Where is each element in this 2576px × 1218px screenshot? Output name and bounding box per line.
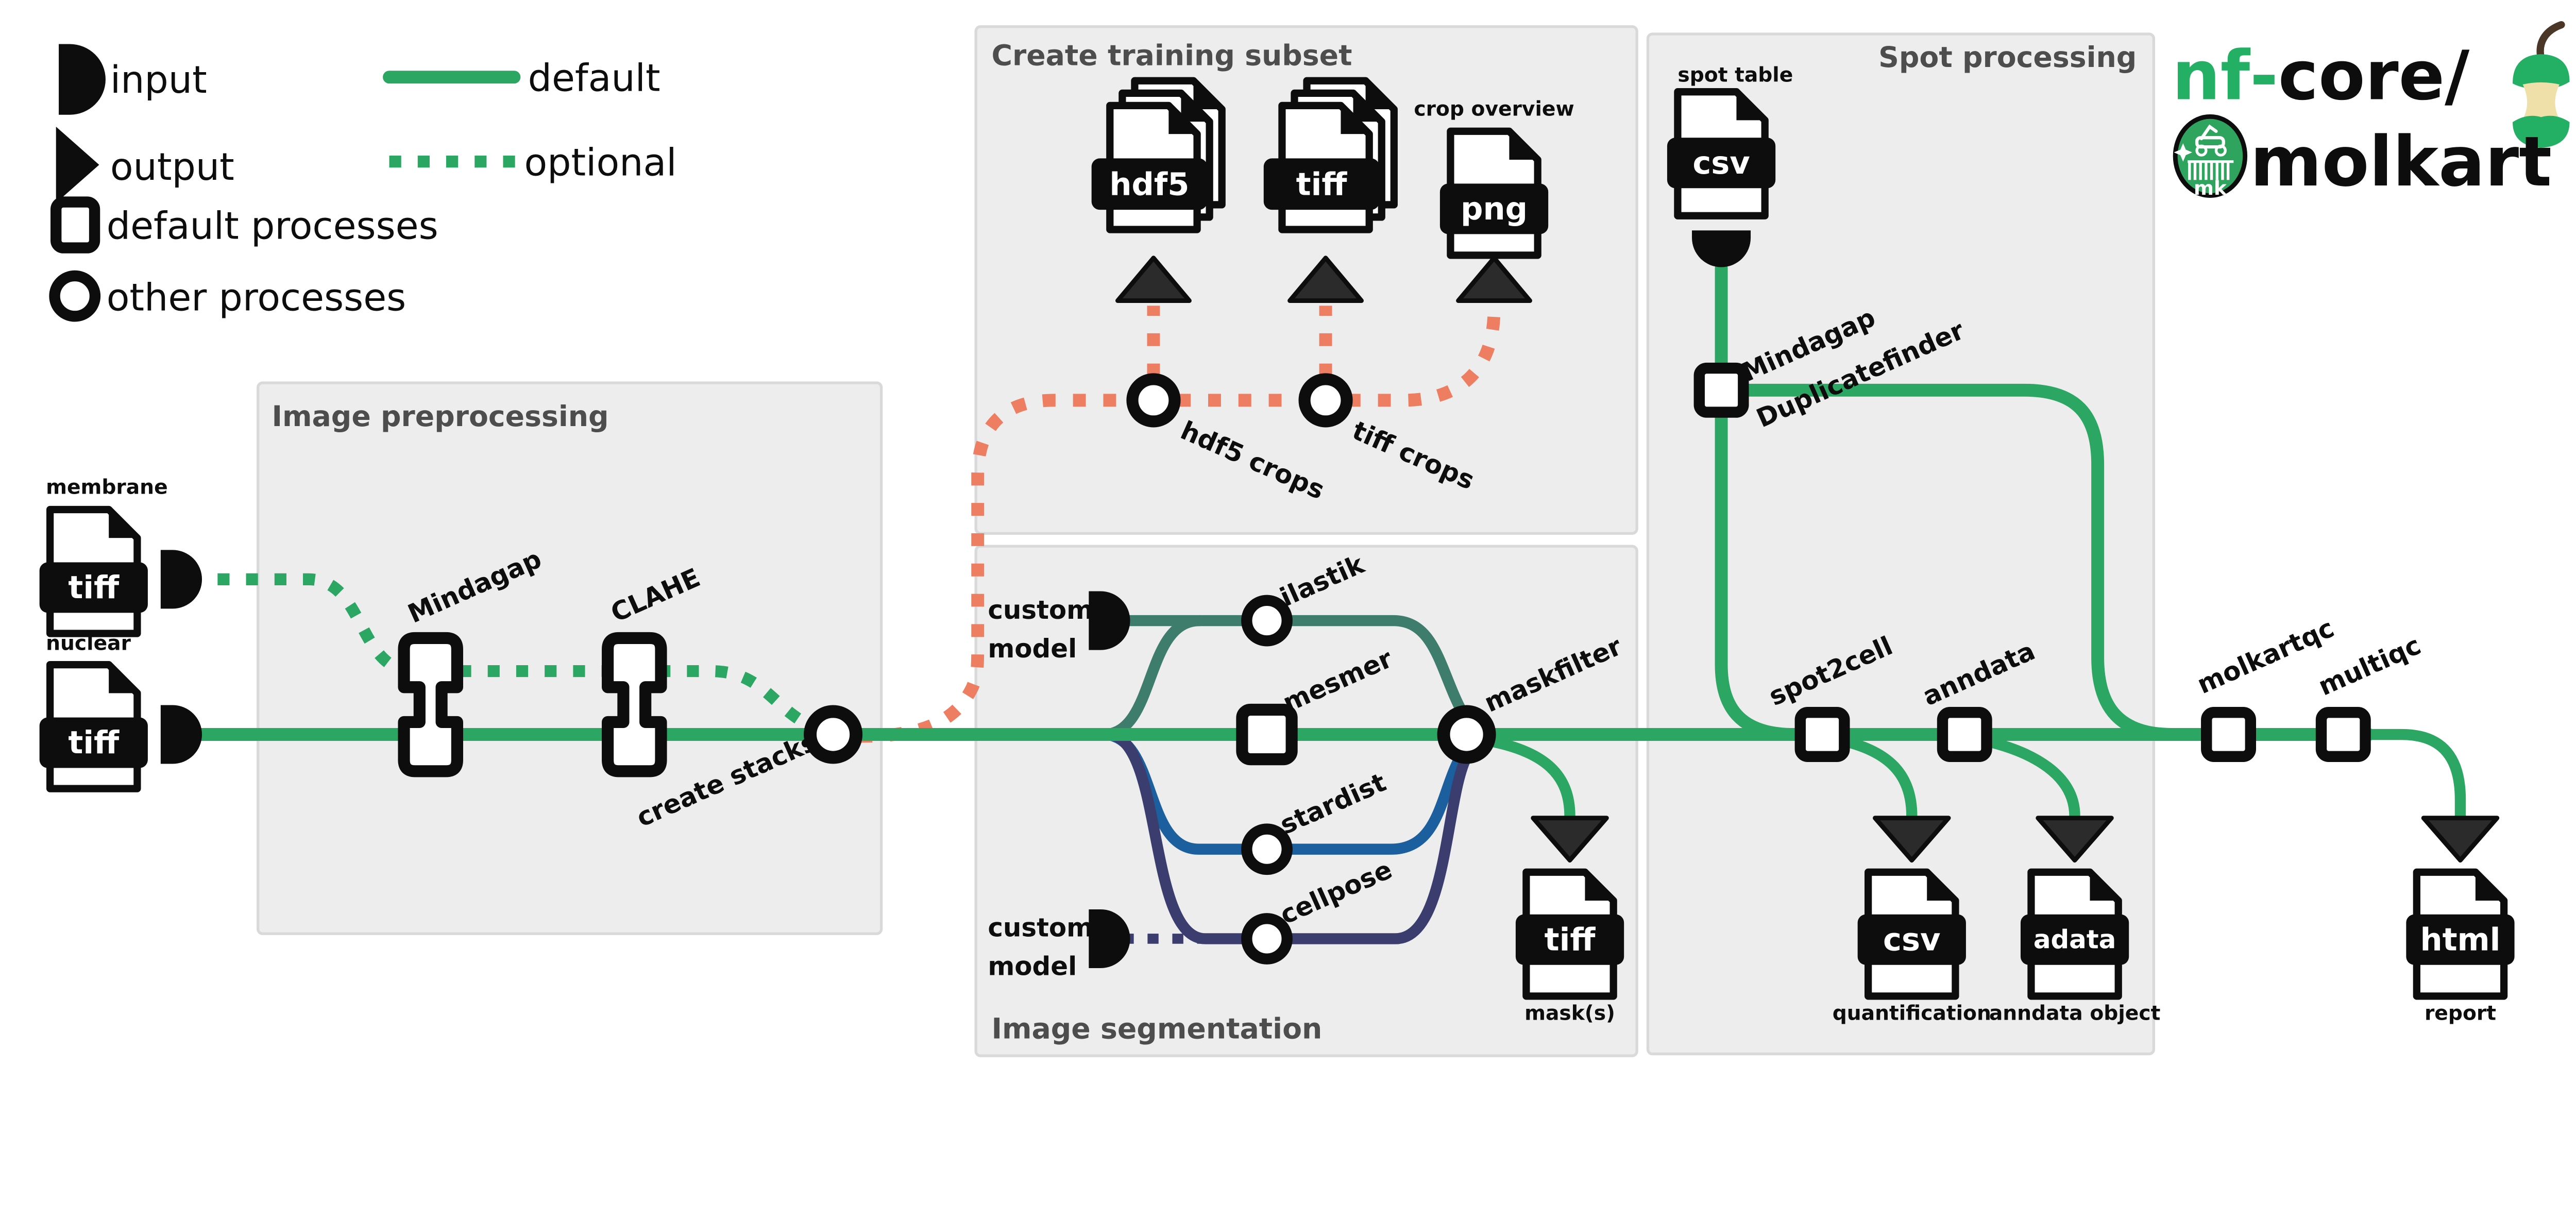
process-anndata — [1937, 707, 1992, 762]
process-stardist — [1241, 823, 1293, 875]
process-mesmer — [1236, 703, 1298, 766]
apple-core-icon — [2513, 21, 2570, 148]
report-file-icon: html report — [2406, 868, 2515, 1025]
process-maskfilter — [1437, 705, 1496, 764]
tiff-stack-file-icon: tiff — [1263, 77, 1398, 233]
edge-anndata-to-object — [1980, 735, 2080, 822]
custom-model-top-label-2: model — [988, 634, 1077, 664]
process-multiqc — [2315, 707, 2371, 762]
quantification-file-icon: csv quantification — [1833, 868, 1991, 1025]
custom-model-top-input-marker — [1089, 591, 1130, 650]
legend-other-processes-label: other processes — [107, 276, 406, 319]
legend-output-icon — [56, 126, 99, 203]
zone-title-spot: Spot processing — [1878, 41, 2137, 74]
zone-spot-processing — [1646, 32, 2155, 1056]
mask-label: mask(s) — [1524, 1002, 1615, 1025]
molkart-pipeline-diagram: Image preprocessing Create training subs… — [39, 21, 2570, 1057]
edge-ilastik — [1112, 615, 1468, 718]
custom-model-bottom-label-1: custom — [988, 913, 1093, 943]
legend-default-label: default — [528, 56, 660, 100]
legend-default-process-icon — [50, 196, 100, 253]
qc-nodes: molkartqc multiqc html report — [2193, 613, 2515, 1025]
legend-other-process-icon — [49, 270, 101, 322]
output-triangle-png — [1456, 256, 1532, 303]
quantification-file-type: csv — [1883, 922, 1940, 958]
hdf5-stack-file-icon: hdf5 — [1091, 77, 1226, 233]
mask-file-type: tiff — [1545, 922, 1596, 958]
output-triangle-anndata-object — [2036, 816, 2114, 863]
input-nuclear: nuclear tiff — [39, 632, 202, 792]
output-triangle-tiff — [1287, 256, 1364, 303]
logo-line1: nf-core/ — [2172, 37, 2470, 115]
membrane-label: membrane — [46, 476, 168, 499]
edge-multiqc-to-report — [2359, 729, 2466, 822]
tiff-file-type: tiff — [1296, 167, 1348, 203]
output-triangle-report — [2421, 816, 2500, 863]
quantification-label: quantification — [1833, 1002, 1991, 1025]
legend-output-label: output — [110, 145, 234, 189]
output-triangle-hdf5 — [1115, 256, 1192, 303]
zone-title-preprocessing: Image preprocessing — [272, 400, 608, 433]
process-ilastik — [1241, 595, 1293, 647]
edge-cellpose — [1103, 729, 1473, 944]
anndata-object-label: anndata object — [1989, 1002, 2161, 1025]
membrane-file-type: tiff — [68, 570, 120, 606]
nf-core-molkart-logo: nf-core/ mk molkart — [2172, 21, 2570, 202]
edge-create-stacks-to-crops — [859, 306, 1501, 743]
nuclear-input-marker — [160, 705, 202, 764]
output-triangle-quantification — [1873, 816, 1951, 863]
legend-optional-label: optional — [524, 141, 676, 184]
edge-spot2cell-to-quantification — [1838, 735, 1918, 822]
zone-title-training: Create training subset — [991, 40, 1352, 73]
custom-model-bottom-label-2: model — [988, 951, 1077, 981]
process-spot2cell — [1794, 707, 1850, 762]
custom-model-top-label-1: custom — [988, 595, 1093, 625]
process-hdf5-crops — [1126, 373, 1181, 428]
badge-starburst — [2174, 143, 2193, 162]
nuclear-label: nuclear — [46, 632, 131, 655]
logo-line2: molkart — [2250, 122, 2552, 202]
legend: input output default optional default pr… — [49, 44, 677, 322]
process-duplicatefinder — [1693, 362, 1749, 418]
anndata-object-file-icon: adata anndata object — [1989, 868, 2161, 1025]
spot-table-input-marker — [1692, 230, 1751, 267]
process-molkartqc — [2201, 707, 2256, 762]
edge-duplicatefinder-to-main-left — [1715, 405, 1801, 741]
edge-duplicatefinder-to-main-right — [1737, 383, 2179, 741]
input-membrane: membrane tiff — [39, 476, 202, 637]
hdf5-file-type: hdf5 — [1109, 167, 1189, 203]
nuclear-file-type: tiff — [68, 725, 120, 761]
edge-maskfilter-to-mask — [1483, 735, 1575, 822]
label-molkartqc: molkartqc — [2193, 613, 2338, 700]
process-create-stacks — [804, 705, 863, 764]
badge-mk-label: mk — [2194, 177, 2227, 199]
anndata-object-file-type: adata — [2033, 925, 2116, 955]
molkart-badge-icon: mk — [2173, 114, 2248, 199]
membrane-input-marker — [160, 550, 202, 609]
legend-input-label: input — [110, 58, 207, 102]
spot-table-label: spot table — [1677, 64, 1793, 87]
crop-overview-label: crop overview — [1414, 98, 1574, 121]
process-tiff-crops — [1298, 373, 1353, 428]
report-label: report — [2425, 1002, 2496, 1025]
zone-image-segmentation — [974, 545, 1638, 1057]
custom-model-bottom-input-marker — [1089, 909, 1130, 968]
mask-file-icon: tiff mask(s) — [1515, 868, 1624, 1025]
zone-image-preprocessing — [257, 381, 883, 935]
zone-title-segmentation: Image segmentation — [991, 1012, 1322, 1045]
png-file-type: png — [1461, 191, 1528, 227]
spot-table-file-type: csv — [1692, 145, 1750, 181]
spot-table-file-icon: csv — [1667, 88, 1776, 219]
legend-default-processes-label: default processes — [107, 204, 438, 248]
png-file-icon: crop overview png — [1414, 98, 1574, 259]
legend-input-icon — [59, 44, 106, 115]
report-file-type: html — [2420, 922, 2500, 958]
process-cellpose — [1241, 913, 1293, 965]
output-triangle-mask — [1531, 816, 1609, 863]
